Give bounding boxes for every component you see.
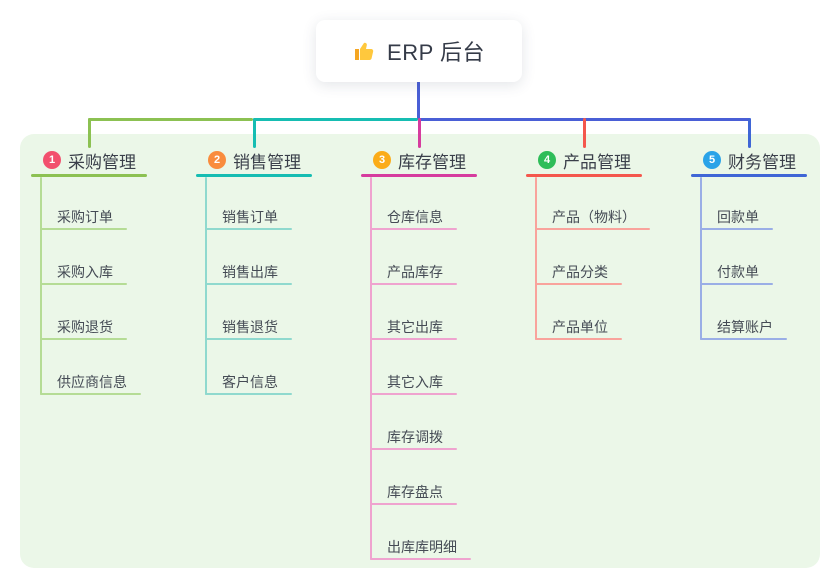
item-node-采购订单[interactable]: 采购订单	[57, 209, 113, 225]
branch-drop-line	[583, 118, 586, 148]
item-node-其它出库[interactable]: 其它出库	[387, 319, 443, 335]
item-underline	[205, 283, 292, 285]
branch-trunk-line	[535, 177, 537, 340]
item-underline	[700, 228, 773, 230]
item-node-供应商信息[interactable]: 供应商信息	[57, 374, 127, 390]
item-underline	[535, 283, 622, 285]
branch-title-underline	[526, 174, 642, 177]
item-node-其它入库[interactable]: 其它入库	[387, 374, 443, 390]
item-node-产品库存[interactable]: 产品库存	[387, 264, 443, 280]
root-node-label: ERP 后台	[387, 40, 485, 65]
item-underline	[370, 228, 457, 230]
item-node-回款单[interactable]: 回款单	[717, 209, 759, 225]
thumbs-up-icon	[353, 39, 377, 63]
item-node-库存调拨[interactable]: 库存调拨	[387, 429, 443, 445]
connector-line	[88, 118, 253, 121]
branch-node-财务管理[interactable]: 5 财务管理	[691, 147, 796, 173]
branch-title-underline	[31, 174, 147, 177]
item-underline	[700, 338, 787, 340]
item-underline	[205, 393, 292, 395]
branch-number-badge: 2	[208, 151, 226, 169]
item-node-销售出库[interactable]: 销售出库	[222, 264, 278, 280]
branch-node-库存管理[interactable]: 3 库存管理	[361, 147, 466, 173]
branch-node-销售管理[interactable]: 2 销售管理	[196, 147, 301, 173]
item-node-产品分类[interactable]: 产品分类	[552, 264, 608, 280]
connector-line	[253, 118, 418, 121]
item-underline	[370, 558, 471, 560]
branch-number-badge: 1	[43, 151, 61, 169]
branch-node-采购管理[interactable]: 1 采购管理	[31, 147, 136, 173]
branches-panel	[20, 134, 820, 568]
branch-trunk-line	[205, 177, 207, 395]
branch-label: 销售管理	[233, 152, 301, 172]
item-node-产品（物料）[interactable]: 产品（物料）	[552, 209, 636, 225]
item-underline	[40, 393, 141, 395]
root-connector-line	[417, 81, 420, 120]
item-node-销售订单[interactable]: 销售订单	[222, 209, 278, 225]
branch-drop-line	[418, 118, 421, 148]
branch-title-underline	[196, 174, 312, 177]
item-underline	[370, 338, 457, 340]
item-node-付款单[interactable]: 付款单	[717, 264, 759, 280]
item-underline	[40, 283, 127, 285]
item-underline	[700, 283, 773, 285]
item-node-产品单位[interactable]: 产品单位	[552, 319, 608, 335]
branch-trunk-line	[700, 177, 702, 340]
branch-drop-line	[88, 118, 91, 148]
branch-label: 产品管理	[563, 152, 631, 172]
branch-trunk-line	[370, 177, 372, 560]
item-node-结算账户[interactable]: 结算账户	[717, 319, 773, 335]
item-underline	[40, 338, 127, 340]
item-underline	[370, 283, 457, 285]
branch-number-badge: 3	[373, 151, 391, 169]
branch-number-badge: 4	[538, 151, 556, 169]
item-underline	[40, 228, 127, 230]
branch-trunk-line	[40, 177, 42, 395]
root-node[interactable]: ERP 后台	[316, 20, 522, 82]
item-node-出库库明细[interactable]: 出库库明细	[387, 539, 457, 555]
branch-label: 采购管理	[68, 152, 136, 172]
item-node-采购退货[interactable]: 采购退货	[57, 319, 113, 335]
branch-label: 库存管理	[398, 152, 466, 172]
branch-node-产品管理[interactable]: 4 产品管理	[526, 147, 631, 173]
item-underline	[370, 393, 457, 395]
item-node-销售退货[interactable]: 销售退货	[222, 319, 278, 335]
branch-label: 财务管理	[728, 152, 796, 172]
item-underline	[370, 503, 457, 505]
branch-title-underline	[691, 174, 807, 177]
item-node-库存盘点[interactable]: 库存盘点	[387, 484, 443, 500]
item-underline	[535, 338, 622, 340]
item-underline	[370, 448, 457, 450]
item-underline	[205, 228, 292, 230]
item-node-采购入库[interactable]: 采购入库	[57, 264, 113, 280]
branch-title-underline	[361, 174, 477, 177]
item-underline	[205, 338, 292, 340]
branch-drop-line	[253, 118, 256, 148]
branch-drop-line	[748, 118, 751, 148]
item-node-客户信息[interactable]: 客户信息	[222, 374, 278, 390]
item-node-仓库信息[interactable]: 仓库信息	[387, 209, 443, 225]
branch-number-badge: 5	[703, 151, 721, 169]
item-underline	[535, 228, 650, 230]
